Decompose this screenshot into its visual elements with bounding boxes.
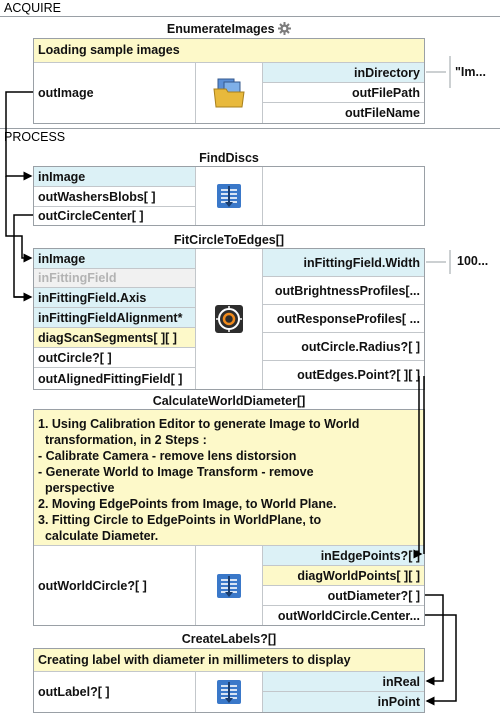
port-diagWorldPoints[interactable]: diagWorldPoints[ ][ ] (262, 566, 424, 586)
port-inReal[interactable]: inReal (262, 672, 424, 692)
wire-center-to-inPoint (425, 614, 457, 706)
tool-title-create-labels[interactable]: CreateLabels?[] (181, 632, 277, 646)
port-inImage[interactable]: inImage (34, 249, 196, 269)
section-process-label: PROCESS (4, 130, 66, 144)
tool-title-find-discs[interactable]: FindDiscs (199, 151, 259, 165)
tool-blob-icon (197, 167, 261, 225)
node-comment: Creating label with diameter in millimet… (34, 649, 424, 672)
tool-calc-icon (197, 546, 261, 625)
node-comment: 1. Using Calibration Editor to generate … (34, 410, 424, 546)
port-outDiameter[interactable]: outDiameter?[ ] (262, 586, 424, 606)
port-outWorldCircle-center[interactable]: outWorldCircle.Center... (262, 606, 424, 625)
port-diagScanSegments[interactable]: diagScanSegments[ ][ ] (34, 328, 196, 348)
port-inFittingField-width[interactable]: inFittingField.Width (262, 249, 424, 277)
section-acquire-label: ACQUIRE (4, 1, 61, 15)
wire-diameter-to-inReal (425, 594, 444, 686)
section-divider (0, 128, 500, 129)
wire-outImage-to-fitCircle (5, 176, 33, 263)
port-outFileName[interactable]: outFileName (262, 103, 424, 123)
wire-circleCenter-to-axis (13, 214, 33, 302)
external-value-inDirectory[interactable]: "Im... (455, 65, 486, 79)
tool-title-enumerate-images[interactable]: EnumerateImages (33, 22, 425, 38)
target-icon (197, 249, 261, 389)
node-comment: Loading sample images (34, 39, 424, 63)
node-enumerate-images[interactable]: Loading sample images outImage inDirecto… (33, 38, 425, 124)
section-divider (0, 16, 500, 17)
tool-title-fit-circle[interactable]: FitCircleToEdges[] (173, 233, 285, 247)
port-inEdgePoints[interactable]: inEdgePoints?[ ] (262, 546, 424, 566)
port-outCircle-radius[interactable]: outCircle.Radius?[ ] (262, 333, 424, 361)
port-outBrightnessProfiles[interactable]: outBrightnessProfiles[... (262, 277, 424, 305)
port-inFittingField[interactable]: inFittingField (34, 269, 196, 288)
port-outEdges-point[interactable]: outEdges.Point?[ ][ ] (262, 361, 424, 389)
port-inPoint[interactable]: inPoint (262, 692, 424, 712)
port-outAlignedFittingField[interactable]: outAlignedFittingField[ ] (34, 368, 196, 389)
port-outLabel[interactable]: outLabel?[ ] (34, 672, 196, 712)
tool-label-icon (197, 672, 261, 712)
node-calculate-world-diameter[interactable]: 1. Using Calibration Editor to generate … (33, 409, 425, 626)
port-outImage[interactable]: outImage (34, 63, 196, 123)
node-fit-circle-to-edges[interactable]: inImage inFittingField inFittingField.Ax… (33, 248, 425, 390)
node-create-labels[interactable]: Creating label with diameter in millimet… (33, 648, 425, 713)
port-outFilePath[interactable]: outFilePath (262, 83, 424, 103)
port-outCircle[interactable]: outCircle?[ ] (34, 348, 196, 368)
port-outResponseProfiles[interactable]: outResponseProfiles[ ... (262, 305, 424, 333)
port-inDirectory[interactable]: inDirectory (262, 63, 424, 83)
gear-icon[interactable] (278, 22, 292, 38)
port-inFittingField-axis[interactable]: inFittingField.Axis (34, 288, 196, 308)
port-inImage[interactable]: inImage (34, 167, 196, 187)
port-outCircleCenter[interactable]: outCircleCenter[ ] (34, 207, 196, 225)
port-inFittingFieldAlignment[interactable]: inFittingFieldAlignment* (34, 308, 196, 328)
node-find-discs[interactable]: inImage outWashersBlobs[ ] outCircleCent… (33, 166, 425, 226)
port-outWorldCircle[interactable]: outWorldCircle?[ ] (34, 546, 196, 625)
external-value-width[interactable]: 100... (457, 254, 489, 268)
port-outWashersBlobs[interactable]: outWashersBlobs[ ] (34, 187, 196, 207)
tool-title-calculate-world-diameter[interactable]: CalculateWorldDiameter[] (152, 394, 306, 408)
folder-images-icon (197, 63, 261, 123)
